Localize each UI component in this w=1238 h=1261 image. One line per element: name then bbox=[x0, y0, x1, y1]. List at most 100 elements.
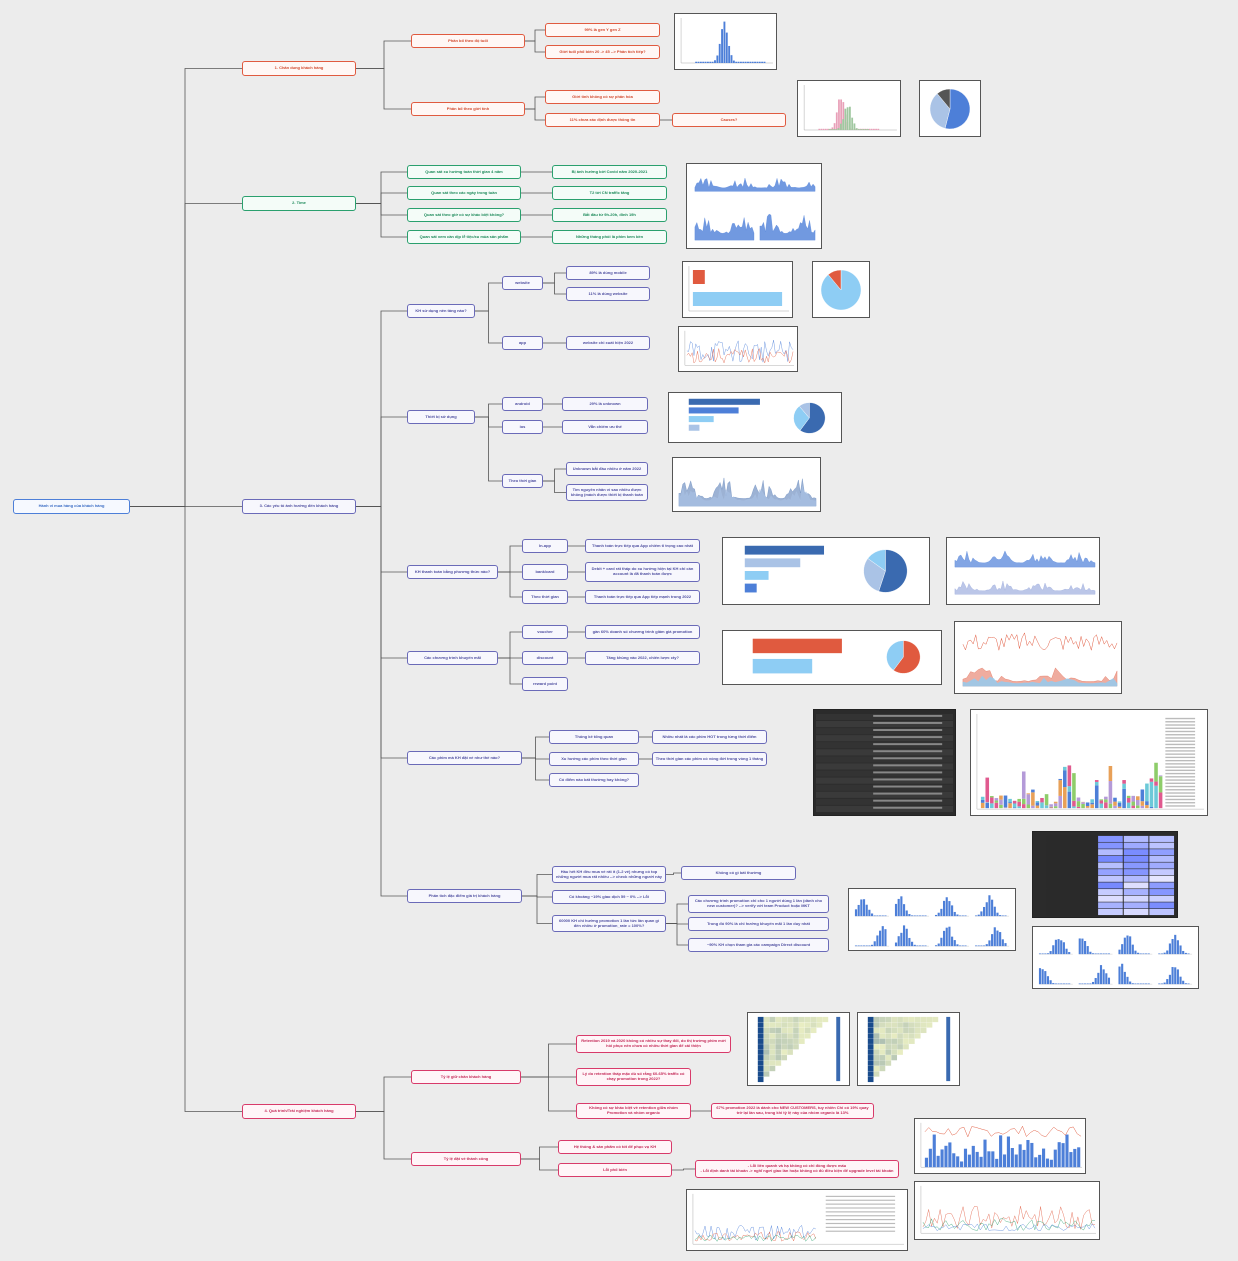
branch-1-node[interactable]: 1. Chân dung khách hàng bbox=[242, 61, 356, 76]
retention-note[interactable]: 67% promotion 2022 là dành cho NEW CUSTO… bbox=[711, 1103, 874, 1119]
gender-item-1[interactable]: Giới tính không có sự phân hóa bbox=[545, 90, 660, 104]
time-question-2[interactable]: Quan sát theo các ngày trong tuần bbox=[407, 186, 521, 200]
segment-item-1[interactable]: Các chương trình promotion chỉ cho 1 ngư… bbox=[688, 895, 829, 913]
connector bbox=[498, 657, 522, 685]
connector bbox=[356, 1076, 411, 1112]
time-question-3[interactable]: Quan sát theo giờ có sự khác biệt không? bbox=[407, 208, 521, 222]
segment-item-3[interactable]: ~90% KH chọn tham gia các campaign Direc… bbox=[688, 938, 829, 952]
segment-item-2[interactable]: Trong đó 90% là chỉ hưởng khuyến mãi 1 l… bbox=[688, 917, 829, 931]
payment-node[interactable]: KH thanh toán bằng phương thức nào? bbox=[407, 565, 498, 579]
time-question-4[interactable]: Quan sát xem cần dịp lễ tiệc/xu mùa sản … bbox=[407, 230, 521, 244]
segment-node[interactable]: Phân tích đặc điểm giá trị khách hàng bbox=[407, 889, 522, 903]
device-time-item-2[interactable]: Tìm nguyên nhân vì sao nhiều được không … bbox=[566, 484, 648, 501]
connector bbox=[525, 29, 545, 42]
connector bbox=[521, 1043, 576, 1078]
platform-node[interactable]: KH sử dụng nền tảng nào? bbox=[407, 304, 475, 318]
app-node[interactable]: app bbox=[502, 336, 543, 350]
segment-key-2[interactable]: Có khoảng ~19% giao dịch 59 ~ 0% --> Lỗi bbox=[552, 890, 666, 904]
payment-value-2[interactable]: Debit + card rất thấp do xu hướng hiện t… bbox=[585, 562, 700, 582]
gender-item-2[interactable]: 11% chưa xác định được thông tin bbox=[545, 113, 660, 127]
device-node[interactable]: Thiết bị sử dụng bbox=[407, 410, 475, 424]
thumb-segment-table bbox=[1032, 831, 1178, 918]
thumb-device-time-area bbox=[672, 457, 821, 512]
connector bbox=[521, 1158, 558, 1171]
segment-key-1[interactable]: Hầu hết KH đều mua vé rất ít (1-2 vé) nh… bbox=[552, 866, 666, 883]
device-time-node[interactable]: Theo thời gian bbox=[502, 474, 543, 488]
segment-key-3[interactable]: 60000 KH chỉ hưởng promotion 1 lần tức l… bbox=[552, 915, 666, 932]
promotion-key-2[interactable]: discount bbox=[522, 651, 568, 665]
time-answer-4[interactable]: Những tháng phối là phim kem bền bbox=[552, 230, 667, 244]
website-node[interactable]: website bbox=[502, 276, 543, 290]
connector bbox=[543, 480, 566, 493]
payment-key-2[interactable]: bank/card bbox=[522, 564, 568, 580]
success-item-2[interactable]: Lỗi phổ biến bbox=[558, 1163, 672, 1177]
connector bbox=[356, 310, 407, 507]
device-time-item-1[interactable]: Unknown bắt đầu nhiều ở năm 2022 bbox=[566, 462, 648, 476]
connector bbox=[498, 545, 522, 573]
android-node[interactable]: android bbox=[502, 397, 543, 411]
payment-value-3[interactable]: Thanh toán trực tiếp qua App tiếp mạnh t… bbox=[585, 590, 700, 604]
connector bbox=[356, 171, 407, 204]
branch-2-node[interactable]: 2. Time bbox=[242, 196, 356, 211]
connector bbox=[543, 282, 566, 295]
movie-value-2[interactable]: Theo thời gian các phim có vòng đời tron… bbox=[652, 752, 767, 766]
thumb-gender-pie bbox=[919, 80, 981, 137]
promotion-key-3[interactable]: reward point bbox=[522, 677, 568, 691]
connector bbox=[666, 872, 681, 875]
success-note[interactable]: - Lỗi liên quanh và hạ không có chỉ đồng… bbox=[695, 1160, 899, 1178]
promotion-value-2[interactable]: Tăng khủng vào 2022, chiến lược cty? bbox=[585, 651, 700, 665]
causes-node[interactable]: Causes? bbox=[672, 113, 786, 127]
success-node[interactable]: Tỷ lệ đặt vé thành công bbox=[411, 1152, 521, 1166]
android-item[interactable]: 29% là unknown bbox=[562, 397, 648, 411]
age-item-1[interactable]: 99% là gen Y gen Z bbox=[545, 23, 660, 37]
branch-4-node[interactable]: 4. Quá trình/Trải nghiệm khách hàng bbox=[242, 1104, 356, 1119]
retention-item-3[interactable]: Không có sự khác biệt về retention giữa … bbox=[576, 1103, 691, 1119]
time-answer-2[interactable]: T2 tới CN traffic tăng bbox=[552, 186, 667, 200]
connector bbox=[672, 1168, 695, 1171]
time-question-1[interactable]: Quan sát xu hướng toàn thời gian 4 năm bbox=[407, 165, 521, 179]
segment-value-1[interactable]: Không có gì bất thường bbox=[681, 866, 796, 880]
website-item-2[interactable]: 11% là dùng website bbox=[566, 287, 650, 301]
connector bbox=[356, 203, 407, 216]
retention-node[interactable]: Tỷ lệ giữ chân khách hàng bbox=[411, 1070, 521, 1084]
payment-key-1[interactable]: In-app bbox=[522, 539, 568, 553]
website-item-1[interactable]: 89% là dùng mobile bbox=[566, 266, 650, 280]
connector bbox=[525, 108, 545, 121]
payment-value-1[interactable]: Thanh toán trực tiếp qua App chiếm tỉ tr… bbox=[585, 539, 700, 553]
time-answer-1[interactable]: Bị ảnh hưởng bởi Covid năm 2020-2021 bbox=[552, 165, 667, 179]
retention-item-2[interactable]: Lý do retention thấp mặc dù số rằng 60-6… bbox=[576, 1068, 691, 1086]
payment-key-3[interactable]: Theo thời gian bbox=[522, 590, 568, 604]
movie-key-3[interactable]: Có điểm nào bất thường hay không? bbox=[549, 773, 639, 787]
movie-value-1[interactable]: Nhiều nhất là các phim HOT trong từng th… bbox=[652, 730, 767, 744]
connector bbox=[521, 1146, 558, 1160]
promotion-key-1[interactable]: voucher bbox=[522, 625, 568, 639]
app-item-1[interactable]: website chỉ xuất hiện 2022 bbox=[566, 336, 650, 350]
gender-distribution-node[interactable]: Phân bổ theo giới tính bbox=[411, 102, 525, 116]
connector bbox=[522, 757, 549, 781]
connector bbox=[356, 1111, 411, 1160]
thumb-app-lines bbox=[678, 326, 798, 372]
movie-node[interactable]: Các phim mà KH đặt vé như thế nào? bbox=[407, 751, 522, 765]
connector bbox=[498, 571, 522, 598]
connector bbox=[475, 416, 502, 482]
success-item-1[interactable]: Hệ thống & sản phẩm có tốt để phục vụ KH bbox=[558, 1140, 672, 1154]
age-distribution-node[interactable]: Phân bổ theo độ tuổi bbox=[411, 34, 525, 48]
promotion-value-1[interactable]: gần 60% doanh số chương trình giảm giá p… bbox=[585, 625, 700, 639]
ios-node[interactable]: ios bbox=[502, 420, 543, 434]
branch-3-node[interactable]: 3. Các yếu tố ảnh hưởng đến khách hàng bbox=[242, 499, 356, 514]
thumb-promo-bars-pie bbox=[722, 630, 942, 685]
age-item-2[interactable]: Giới tuổi phổ biến 20 -> 45 --> Phân tíc… bbox=[545, 45, 660, 59]
thumb-payment-bars-pie bbox=[722, 537, 930, 605]
retention-item-1[interactable]: Retention 2019 và 2020 không có nhiều sự… bbox=[576, 1035, 731, 1053]
movie-key-2[interactable]: Xu hướng các phim theo thời gian bbox=[549, 752, 639, 766]
movie-key-1[interactable]: Thống kê tổng quan bbox=[549, 730, 639, 744]
promotion-node[interactable]: Các chương trình khuyến mãi bbox=[407, 651, 498, 665]
thumb-platform-bar bbox=[682, 261, 793, 318]
time-answer-3[interactable]: Bắt đầu từ 9h-20h, đỉnh 19h bbox=[552, 208, 667, 222]
connector bbox=[666, 903, 688, 924]
ios-item[interactable]: Vẫn chiếm ưu thế bbox=[562, 420, 648, 434]
root-node[interactable]: Hành vi mua hàng của khách hàng bbox=[13, 499, 130, 514]
connector bbox=[525, 40, 545, 53]
